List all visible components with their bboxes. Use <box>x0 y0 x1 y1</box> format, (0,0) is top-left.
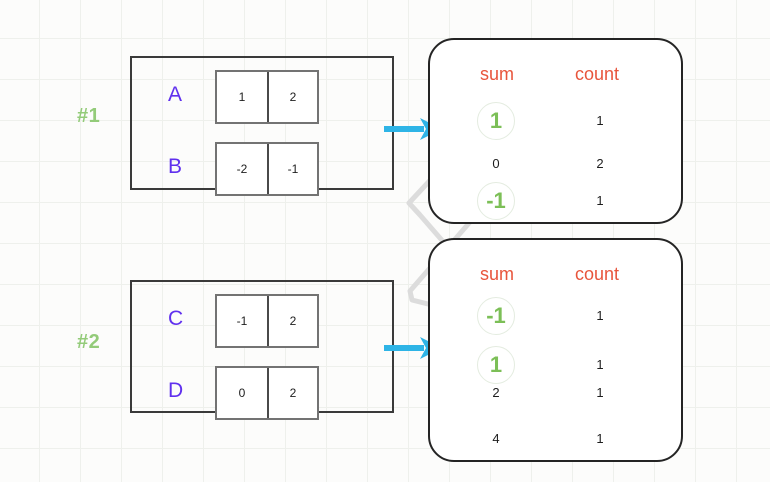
highlight-ring <box>477 182 515 220</box>
input-cell: 1 <box>238 90 246 104</box>
cell-sum: 1 <box>489 108 503 133</box>
output-table-2: sum count -1 1 1 1 2 1 4 1 <box>428 238 683 462</box>
cell-count: 1 <box>596 193 604 208</box>
cell-count: 1 <box>596 357 604 372</box>
input-cell: 2 <box>267 296 317 346</box>
cell-sum: 1 <box>489 352 503 377</box>
cell-count: 1 <box>596 308 604 323</box>
cell-count: 1 <box>596 113 604 128</box>
highlight-ring <box>477 102 515 140</box>
table-row: -1 1 <box>430 297 681 335</box>
input-group-2: C -1 2 D 0 2 <box>130 280 394 420</box>
input-row-c-cells: -1 2 <box>215 294 319 348</box>
input-group-1: A 1 2 B -2 -1 <box>130 56 394 196</box>
column-header-sum: sum <box>480 64 515 84</box>
column-header-count: count <box>575 264 620 284</box>
output-table-1: sum count 1 1 0 2 -1 1 <box>428 38 683 224</box>
input-row-a-cells: 1 2 <box>215 70 319 124</box>
input-row-label-d: D <box>168 379 184 402</box>
cell-count: 1 <box>596 431 604 446</box>
input-row-label-b: B <box>168 155 183 178</box>
highlight-ring <box>477 346 515 384</box>
table-row: 1 1 <box>430 102 681 140</box>
input-cell: -1 <box>236 314 248 328</box>
step-label-1: #1 <box>77 105 101 127</box>
input-cell: 2 <box>267 368 317 418</box>
cell-sum: -1 <box>486 303 506 328</box>
step-label-2: #2 <box>77 331 101 353</box>
highlight-ring <box>477 297 515 335</box>
column-header-sum: sum <box>480 264 515 284</box>
input-row-b-cells: -2 -1 <box>215 142 319 196</box>
cell-sum: 2 <box>492 385 500 400</box>
input-row-label-a: A <box>168 83 183 106</box>
input-cell: 2 <box>267 72 317 122</box>
cell-count: 2 <box>596 156 604 171</box>
table-row: 1 1 <box>430 346 681 384</box>
cell-sum: -1 <box>486 188 506 213</box>
input-cell: -1 <box>267 144 317 194</box>
input-cell: 0 <box>238 386 246 400</box>
input-row-d-cells: 0 2 <box>215 366 319 420</box>
cell-count: 1 <box>596 385 604 400</box>
input-cell: -2 <box>236 162 248 176</box>
table-row: -1 1 <box>430 182 681 220</box>
cell-sum: 4 <box>492 431 500 446</box>
table-row: 4 1 <box>430 420 681 458</box>
table-row: 0 2 <box>430 145 681 183</box>
cell-sum: 0 <box>492 156 500 171</box>
input-row-label-c: C <box>168 307 184 330</box>
column-header-count: count <box>575 64 620 84</box>
table-row: 2 1 <box>430 374 681 412</box>
